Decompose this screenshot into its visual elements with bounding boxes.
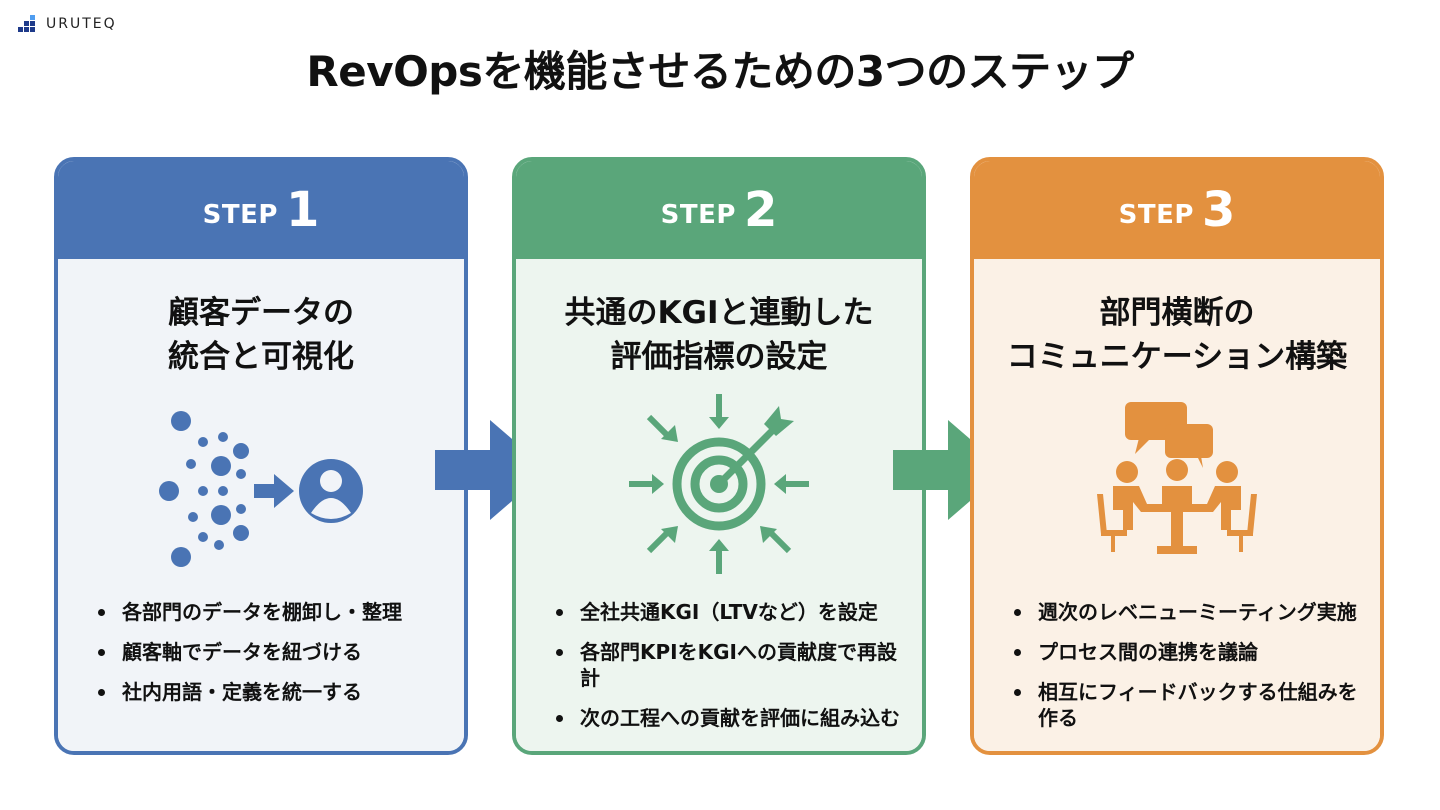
list-item: 週次のレベニューミーティング実施	[1012, 599, 1366, 625]
list-item: 各部門のデータを棚卸し・整理	[96, 599, 450, 625]
data-integration-icon	[58, 404, 464, 574]
step-number: 3	[1201, 182, 1236, 238]
step-label: STEP	[1118, 200, 1194, 230]
step-bullet-list: 全社共通KGI（LTVなど）を設定 各部門KPIをKGIへの貢献度で再設計 次の…	[554, 599, 908, 745]
step-header: STEP 3	[974, 161, 1380, 259]
brand-name: URUTEQ	[46, 16, 117, 32]
arrow-right-icon	[435, 420, 548, 520]
step-card-1: STEP 1 顧客データの 統合と可視化	[54, 157, 468, 755]
list-item: プロセス間の連携を議論	[1012, 639, 1366, 665]
list-item: 社内用語・定義を統一する	[96, 679, 450, 705]
step-number: 1	[285, 182, 320, 238]
step-number: 2	[743, 182, 778, 238]
list-item: 相互にフィードバックする仕組みを作る	[1012, 679, 1366, 731]
logo-mark-icon	[18, 15, 38, 32]
step-card-2: STEP 2 共通のKGIと連動した 評価指標の設定	[512, 157, 926, 755]
step-title-line: コミュニケーション構築	[1006, 339, 1348, 375]
step-title: 部門横断の コミュニケーション構築	[974, 291, 1380, 379]
step-header: STEP 2	[516, 161, 922, 259]
step-title-line: 共通のKGIと連動した	[564, 295, 874, 331]
list-item: 各部門KPIをKGIへの貢献度で再設計	[554, 639, 908, 691]
step-label: STEP	[660, 200, 736, 230]
step-body: 顧客データの 統合と可視化	[58, 259, 464, 751]
arrow-right-icon	[893, 420, 1006, 520]
list-item: 顧客軸でデータを紐づける	[96, 639, 450, 665]
step-title: 共通のKGIと連動した 評価指標の設定	[516, 291, 922, 379]
step-bullet-list: 各部門のデータを棚卸し・整理 顧客軸でデータを紐づける 社内用語・定義を統一する	[96, 599, 450, 719]
step-title: 顧客データの 統合と可視化	[58, 291, 464, 379]
step-body: 部門横断の コミュニケーション構築	[974, 259, 1380, 751]
step-title-line: 統合と可視化	[168, 339, 354, 375]
step-card-3: STEP 3 部門横断の コミュニケーション構築	[970, 157, 1384, 755]
step-title-line: 顧客データの	[168, 295, 354, 331]
step-header: STEP 1	[58, 161, 464, 259]
meeting-icon	[974, 394, 1380, 564]
step-title-line: 部門横断の	[1099, 295, 1255, 331]
step-bullet-list: 週次のレベニューミーティング実施 プロセス間の連携を議論 相互にフィードバックす…	[1012, 599, 1366, 745]
step-body: 共通のKGIと連動した 評価指標の設定	[516, 259, 922, 751]
step-label: STEP	[202, 200, 278, 230]
step-title-line: 評価指標の設定	[610, 339, 828, 375]
target-icon	[516, 389, 922, 579]
brand-logo: URUTEQ	[18, 15, 117, 32]
page-title: RevOpsを機能させるための3つのステップ	[306, 47, 1134, 96]
list-item: 次の工程への貢献を評価に組み込む	[554, 705, 908, 731]
list-item: 全社共通KGI（LTVなど）を設定	[554, 599, 908, 625]
